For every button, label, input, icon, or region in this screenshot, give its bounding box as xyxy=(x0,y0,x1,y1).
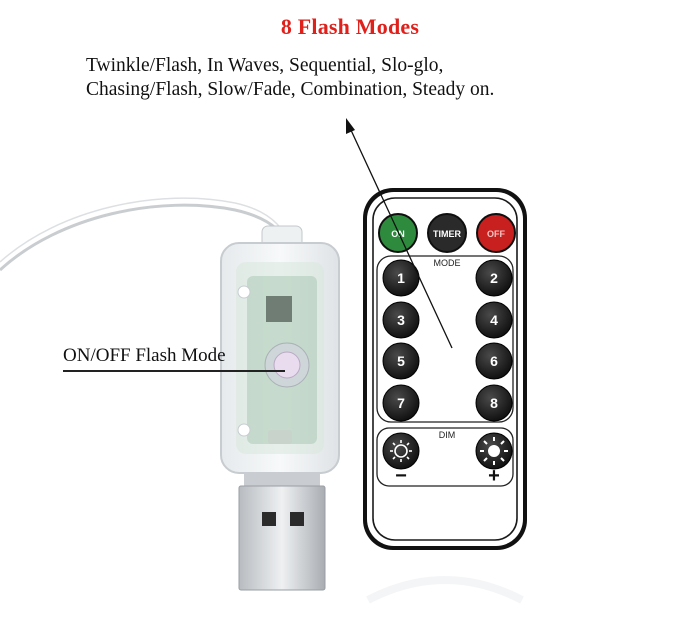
mode-button-7-label: 7 xyxy=(397,395,405,411)
mode-button-7[interactable] xyxy=(382,384,420,422)
mode-label: MODE xyxy=(434,258,461,268)
mode-button-5[interactable] xyxy=(382,342,420,380)
mode-button-2[interactable] xyxy=(475,259,513,297)
description-line-2: Chasing/Flash, Slow/Fade, Combination, S… xyxy=(86,79,495,100)
usb-plug xyxy=(238,485,326,591)
mode-button-6-label: 6 xyxy=(490,353,498,369)
mode-button-1-label: 1 xyxy=(397,270,405,286)
mode-button-5-label: 5 xyxy=(397,353,405,369)
dim-down-button[interactable] xyxy=(382,432,420,470)
mode-button-3[interactable] xyxy=(382,301,420,339)
mode-buttons: 1 2 3 4 5 6 7 8 xyxy=(382,259,513,422)
off-button-label: OFF xyxy=(487,229,505,239)
mode-button-4[interactable] xyxy=(475,301,513,339)
flash-modes-description: Twinkle/Flash, In Waves, Sequential, Slo… xyxy=(86,54,494,102)
mode-button-6[interactable] xyxy=(475,342,513,380)
dim-up-button[interactable] xyxy=(475,432,513,470)
callout-underline xyxy=(63,370,285,372)
dim-label: DIM xyxy=(439,430,456,440)
mode-button-8-label: 8 xyxy=(490,395,498,411)
pointer-arrow xyxy=(346,118,453,349)
remote-control: ON TIMER OFF MODE 1 2 3 4 5 6 7 8 xyxy=(363,188,527,604)
cable xyxy=(0,197,287,272)
timer-button-label: TIMER xyxy=(433,229,461,239)
mode-button-4-label: 4 xyxy=(490,312,498,328)
description-line-1: Twinkle/Flash, In Waves, Sequential, Slo… xyxy=(86,55,444,76)
off-button[interactable] xyxy=(476,213,516,253)
on-button-label: ON xyxy=(391,229,405,239)
flash-mode-button[interactable] xyxy=(273,351,301,379)
mode-button-2-label: 2 xyxy=(490,270,498,286)
mode-button-3-label: 3 xyxy=(397,312,405,328)
timer-button[interactable] xyxy=(427,213,467,253)
mode-panel xyxy=(376,255,514,423)
chip xyxy=(266,296,292,322)
mode-button-8[interactable] xyxy=(475,384,513,422)
dim-plus-sign: + xyxy=(488,465,500,487)
sun-dim-icon xyxy=(390,440,412,462)
sun-bright-icon xyxy=(480,437,508,465)
arrow-head-icon xyxy=(346,118,355,134)
dim-panel xyxy=(376,427,514,487)
dim-minus-sign: − xyxy=(395,465,407,487)
page-title: 8 Flash Modes xyxy=(280,14,420,39)
usb-controller xyxy=(220,225,340,591)
flash-mode-callout: ON/OFF Flash Mode xyxy=(63,345,226,366)
